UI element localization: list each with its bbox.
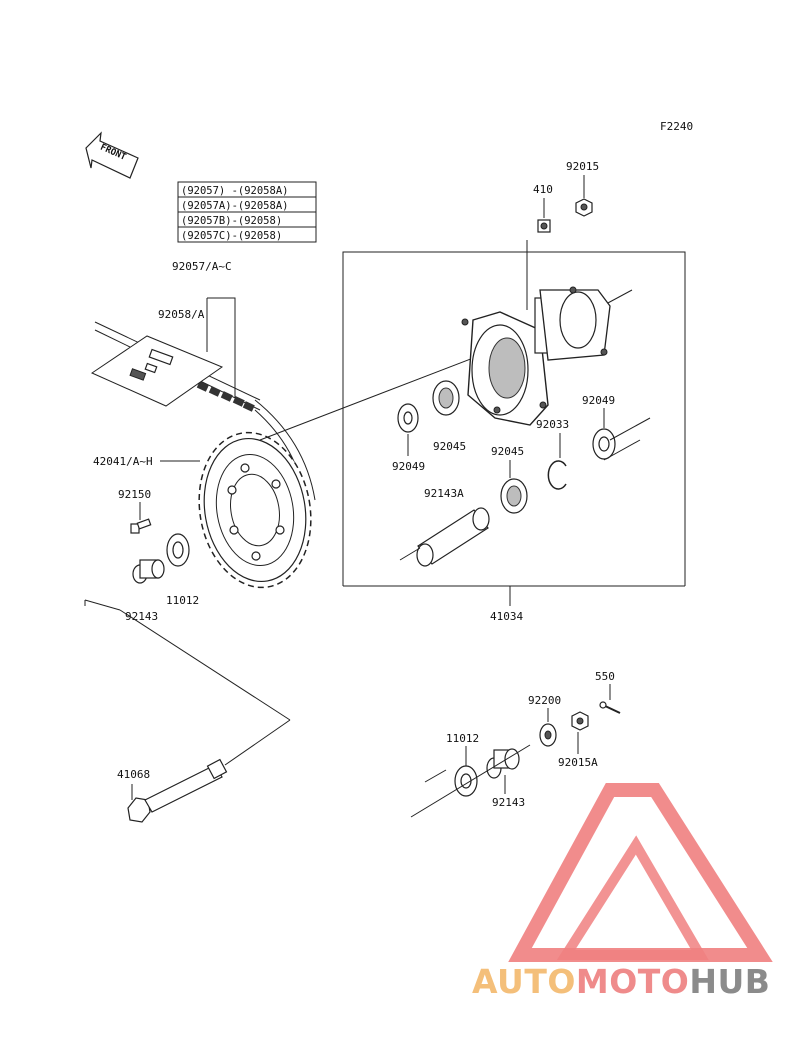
bolt-92150 — [130, 518, 152, 534]
label-41034: 41034 — [490, 610, 523, 623]
watermark-moto: MOTO — [575, 962, 690, 1001]
label-410: 410 — [533, 183, 553, 196]
watermark-auto: AUTO — [472, 962, 576, 1001]
label-92033: 92033 — [536, 418, 569, 431]
label-92045-upper: 92045 — [433, 440, 466, 453]
spacer-92143A — [416, 507, 490, 567]
label-92143-left: 92143 — [125, 610, 158, 623]
label-11012-left: 11012 — [166, 594, 199, 607]
washer-92200 — [539, 723, 557, 747]
label-41068: 41068 — [117, 768, 150, 781]
nut-92015 — [575, 198, 593, 217]
label-92143A: 92143A — [424, 487, 464, 500]
circlip-92033 — [547, 460, 567, 490]
seal-92049-right — [592, 428, 616, 460]
collar-92143-right — [486, 748, 520, 779]
bearing-92045-lower — [500, 478, 528, 514]
watermark-logo-icon — [508, 783, 773, 962]
rear-sprocket — [198, 431, 312, 589]
label-92200: 92200 — [528, 694, 561, 707]
watermark-text: AUTOMOTOHUB — [472, 962, 770, 1001]
diagram-code: F2240 — [660, 120, 693, 133]
nut-410 — [537, 219, 551, 233]
seal-92049-left — [397, 403, 419, 433]
label-92049-left: 92049 — [392, 460, 425, 473]
label-550: 550 — [595, 670, 615, 683]
chain-table: (92057) -(92058A) (92057A)-(92058A) (920… — [177, 181, 317, 243]
seal-11012-right — [454, 765, 478, 797]
chain-table-row: (92057C)-(92058) — [181, 230, 282, 242]
label-92057: 92057/A~C — [172, 260, 232, 273]
rear-axle — [127, 758, 228, 823]
chain-table-row: (92057) -(92058A) — [181, 185, 288, 197]
front-arrow-icon: FRONT — [85, 131, 139, 179]
master-link-inset — [90, 335, 224, 407]
label-11012-right: 11012 — [446, 732, 479, 745]
watermark-hub: HUB — [689, 962, 771, 1001]
label-92058: 92058/A — [158, 308, 205, 321]
collar-92143-left — [132, 559, 165, 584]
seal-11012-left — [166, 533, 190, 567]
label-92143-right: 92143 — [492, 796, 525, 809]
chain-table-row: (92057B)-(92058) — [181, 215, 282, 227]
bearing-92045-upper — [432, 380, 460, 416]
label-92045-lower: 92045 — [491, 445, 524, 458]
label-92150: 92150 — [118, 488, 151, 501]
cotter-pin-550 — [599, 701, 621, 714]
nut-92015A — [571, 711, 589, 731]
label-92015: 92015 — [566, 160, 599, 173]
chain-table-row: (92057A)-(92058A) — [181, 200, 288, 212]
label-42041: 42041/A~H — [93, 455, 153, 468]
rear-hub — [461, 286, 611, 426]
label-92015A: 92015A — [558, 756, 598, 769]
label-92049-right: 92049 — [582, 394, 615, 407]
